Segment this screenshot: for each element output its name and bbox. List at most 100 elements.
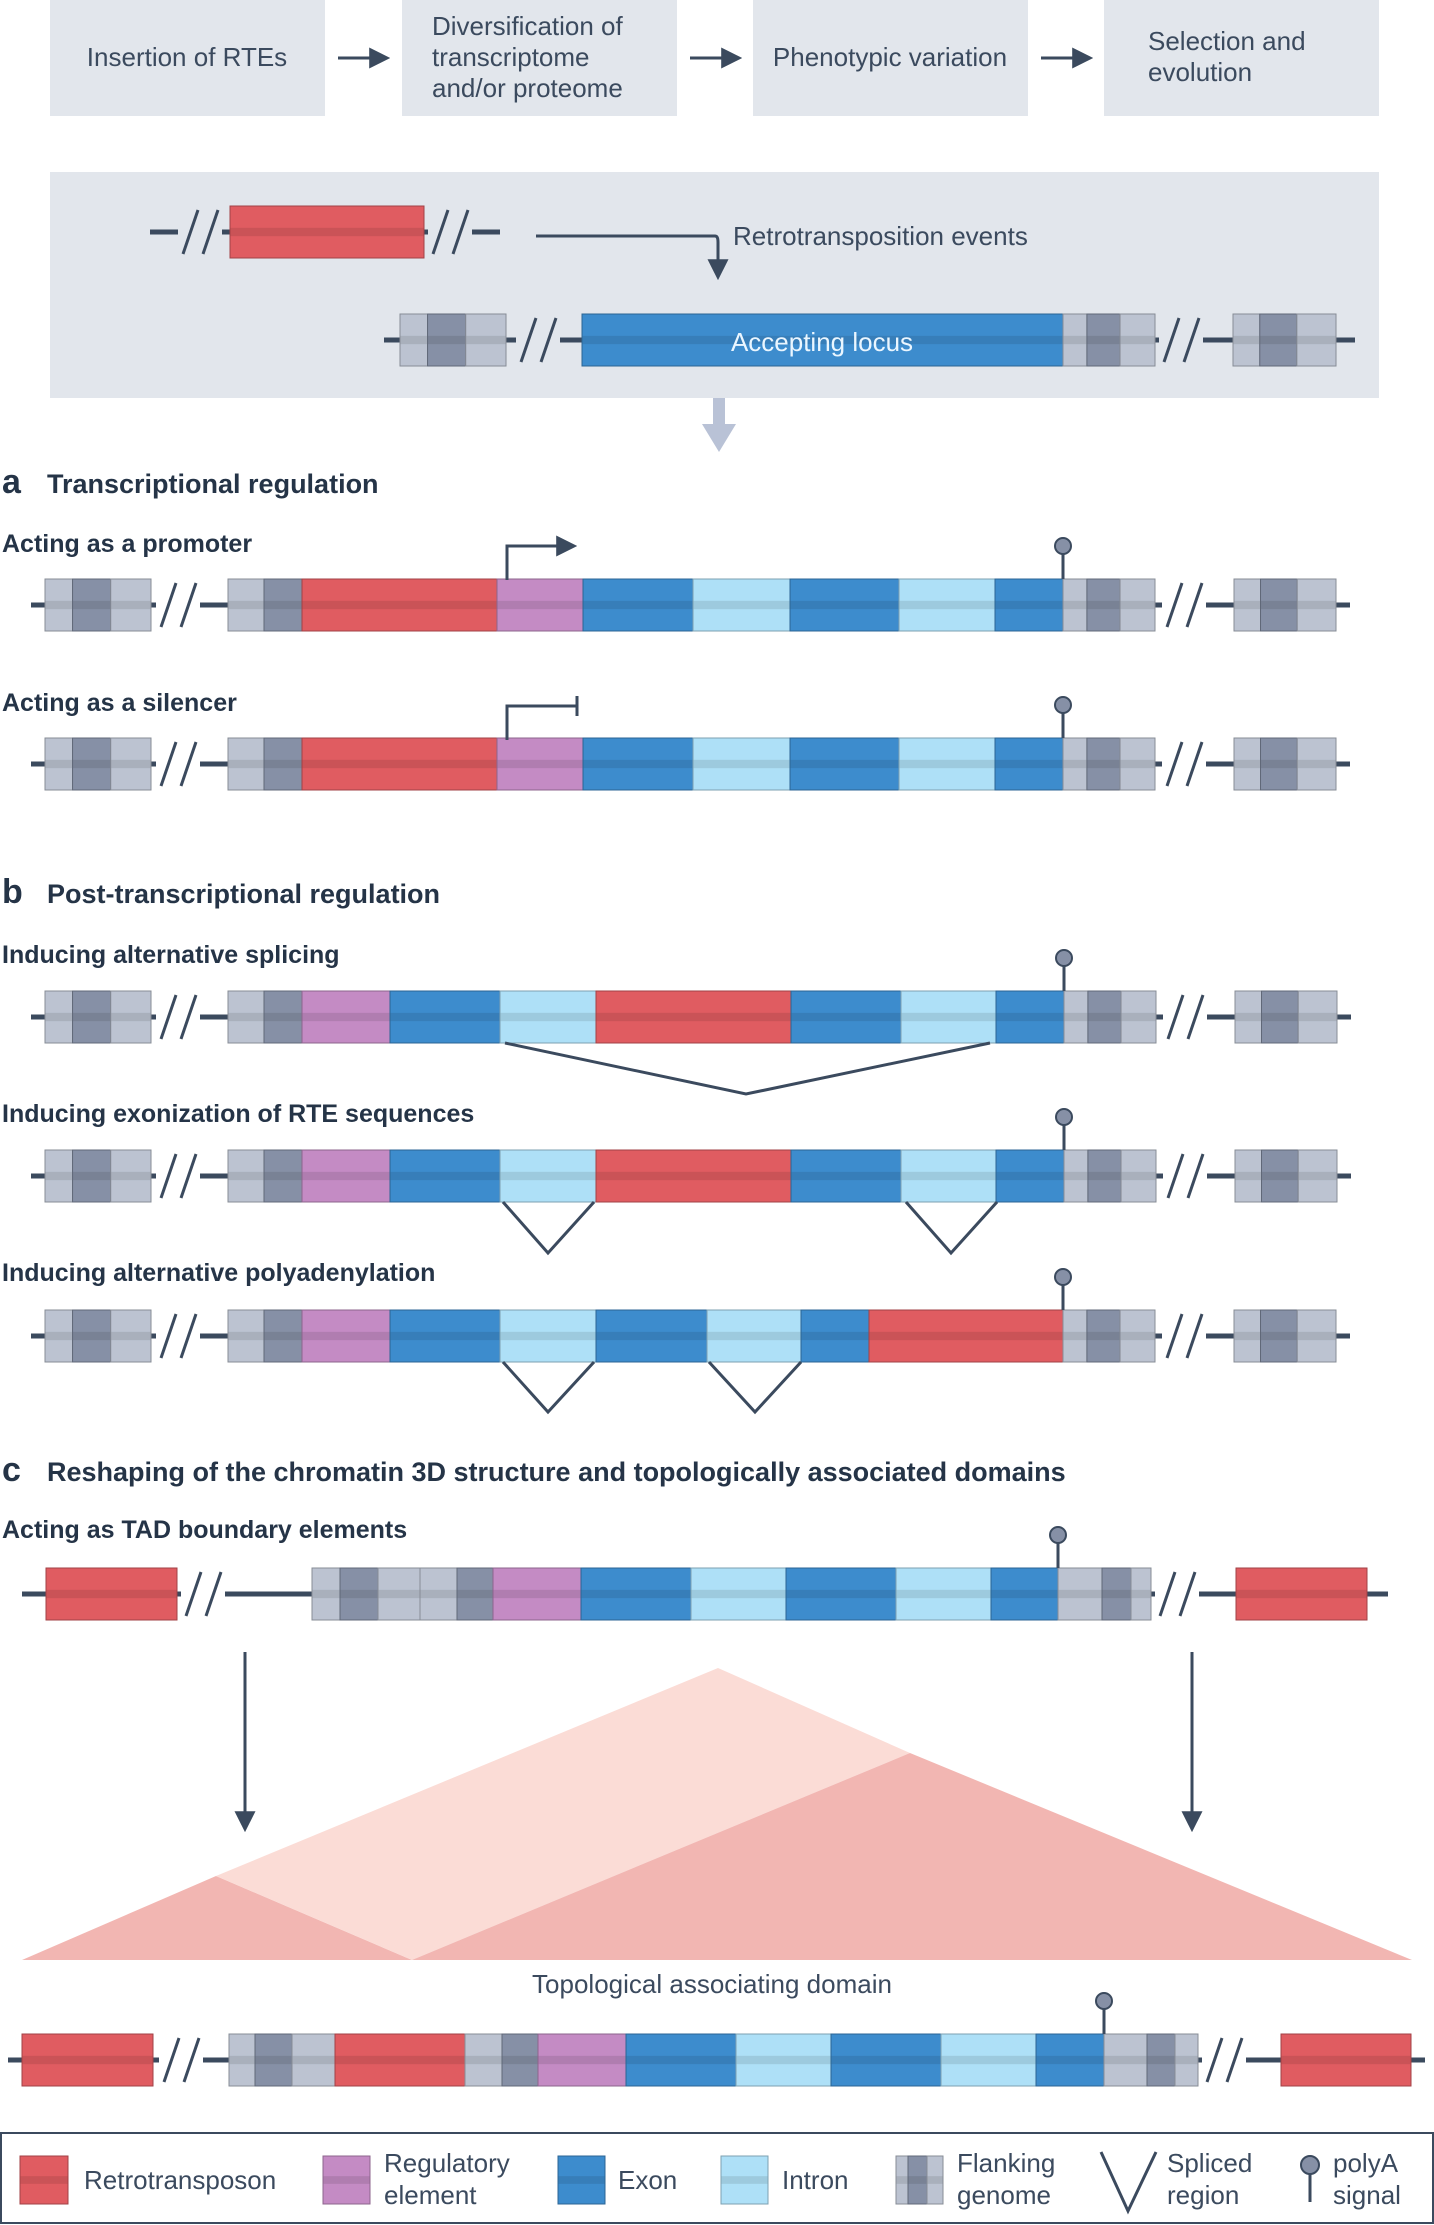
exonization-track [31,1108,1351,1204]
legend-retrotransposon: Retrotransposon [84,2165,276,2195]
block-band [1063,335,1087,345]
tad-large-domain [216,1668,910,1960]
block-outline [1235,1567,1368,1621]
block-band [1297,1331,1336,1341]
block-band [596,1171,791,1181]
block-outline [322,2155,371,2205]
block-band [110,759,151,769]
block-band [45,1331,73,1341]
block-outline [110,578,152,632]
polya-signal-icon [1049,1526,1067,1544]
block-band [1121,1171,1156,1181]
legend-box [0,2132,1434,2224]
block-band [45,1012,73,1022]
insertion-panel: Retrotransposition events Accepting locu… [50,172,1379,398]
block-band [1297,600,1336,610]
block-band [1087,1171,1122,1181]
block-outline [1119,737,1156,791]
block-band [1260,759,1298,769]
block-band [110,1012,151,1022]
block-band [1235,1171,1262,1181]
block-band [1259,335,1297,345]
block-outline [1296,737,1337,791]
block-band [736,2055,831,2065]
block-band [801,1331,869,1341]
block-band [1120,1331,1155,1341]
splicing-title: Inducing alternative splicing [2,941,340,969]
block-band [1298,1012,1337,1022]
block-band [1233,335,1260,345]
block-band [72,1012,111,1022]
block-band [831,2055,941,2065]
legend-polya-line2: signal [1333,2180,1401,2210]
break-slash [1166,994,1185,1040]
break-slash [1185,582,1204,628]
block-band [302,1171,390,1181]
block-outline [1174,2033,1199,2087]
block-band [582,335,1063,345]
block-band [255,2055,292,2065]
block-band [292,2055,335,2065]
break-slash [159,1153,178,1199]
polya-signal-icon [1054,537,1072,555]
block-outline [1296,1309,1337,1363]
polya-signal-icon [1055,949,1073,967]
tad-right-domain [412,1753,1412,1960]
block-band [1234,600,1261,610]
break-slash [159,1313,178,1359]
block-band [1036,2055,1104,2065]
block-band [583,600,693,610]
section-c-letter: c [2,1451,21,1489]
block-band [869,1331,1063,1341]
block-band [46,1589,177,1599]
block-band [1086,335,1121,345]
break-slash [1165,741,1184,787]
break-slash [179,994,198,1040]
break-slash [1178,1571,1197,1617]
legend-spliced-region-icon [1099,2151,1158,2215]
block-band [538,2055,626,2065]
break-slash [1165,582,1184,628]
block-band [228,1331,264,1341]
block-outline [1296,313,1337,367]
block-band [901,1012,996,1022]
block-outline [557,2155,606,2205]
block-band [312,1589,340,1599]
block-band [790,759,899,769]
break-slash [179,582,198,628]
block-band [465,335,506,345]
break-slash [201,209,220,255]
spliced-region-icon [504,1041,991,1096]
flow-step-diversification-line2: transcriptome [432,42,590,72]
section-a-title: Transcriptional regulation [47,469,379,499]
block-outline [1120,1149,1157,1203]
block-band [335,2055,465,2065]
block-outline [926,2155,944,2205]
block-band [457,1589,493,1599]
block-band [500,1171,596,1181]
silencer-title: Acting as a silencer [2,689,237,717]
exonization-title: Inducing exonization of RTE sequences [2,1100,474,1128]
block-band [502,2055,538,2065]
block-outline [1119,1309,1156,1363]
break-slash [181,209,200,255]
block-band [1063,759,1087,769]
break-slash [1205,2037,1224,2083]
block-band [896,1589,991,1599]
block-band [72,600,111,610]
spliced-region-icon [904,1200,999,1256]
block-band [264,600,302,610]
block-band [626,2055,736,2065]
legend-polya-line1: polyA [1333,2148,1399,2178]
block-band [1260,1331,1298,1341]
block-outline [1296,578,1337,632]
block-outline [1130,1567,1152,1621]
block-band [996,1012,1064,1022]
legend-intron: Intron [782,2165,849,2195]
block-band [995,759,1063,769]
break-slash [1225,2037,1244,2083]
block-outline [1297,990,1338,1044]
polya-signal-icon [1054,696,1072,714]
break-slash [159,582,178,628]
block-outline [21,2033,154,2087]
